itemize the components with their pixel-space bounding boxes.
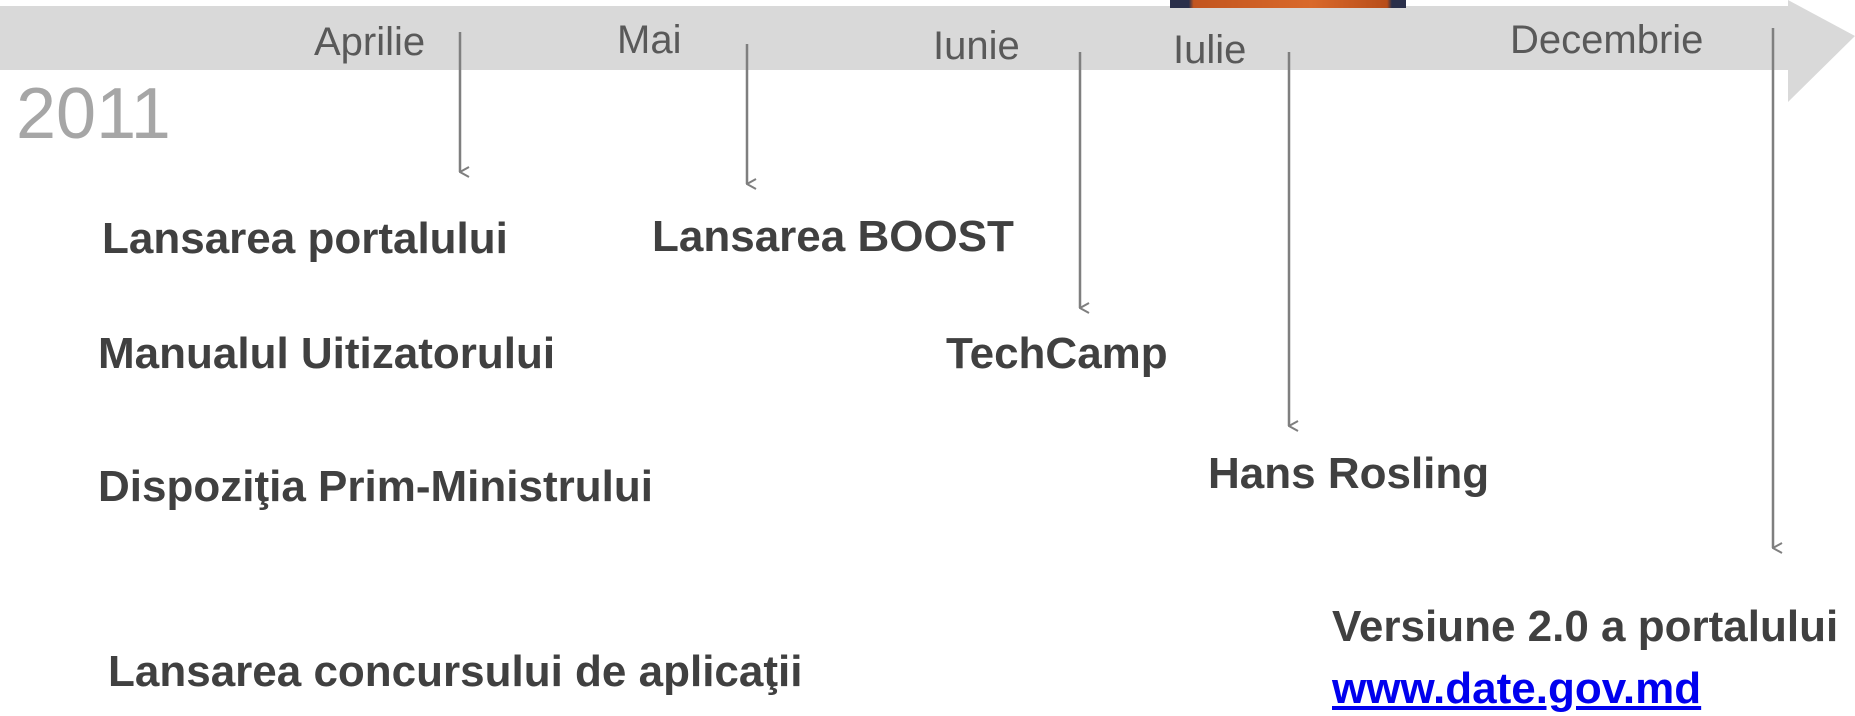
event-dispozitia-prim-ministrului: Dispoziţia Prim-Ministrului bbox=[98, 462, 653, 511]
month-mai: Mai bbox=[617, 18, 682, 62]
website-link[interactable]: www.date.gov.md bbox=[1332, 664, 1702, 713]
event-hans-rosling: Hans Rosling bbox=[1208, 449, 1490, 498]
event-lansarea-boost: Lansarea BOOST bbox=[652, 212, 1014, 261]
month-decembrie: Decembrie bbox=[1510, 18, 1704, 62]
event-lansarea-concursului: Lansarea concursului de aplicaţii bbox=[108, 647, 803, 696]
event-lansarea-portalului: Lansarea portalului bbox=[102, 214, 508, 263]
photo-fragment bbox=[1170, 0, 1406, 8]
event-manualul-utilizatorului: Manualul Uitizatorului bbox=[98, 329, 556, 378]
month-iunie: Iunie bbox=[933, 24, 1020, 68]
month-aprilie: Aprilie bbox=[314, 20, 426, 64]
timeline-year: 2011 bbox=[16, 74, 171, 154]
event-versiune-portal: Versiune 2.0 a portalului bbox=[1332, 602, 1839, 651]
timeline-band-arrow bbox=[0, 0, 1855, 102]
month-iulie: Iulie bbox=[1173, 28, 1247, 72]
event-techcamp: TechCamp bbox=[946, 329, 1168, 378]
